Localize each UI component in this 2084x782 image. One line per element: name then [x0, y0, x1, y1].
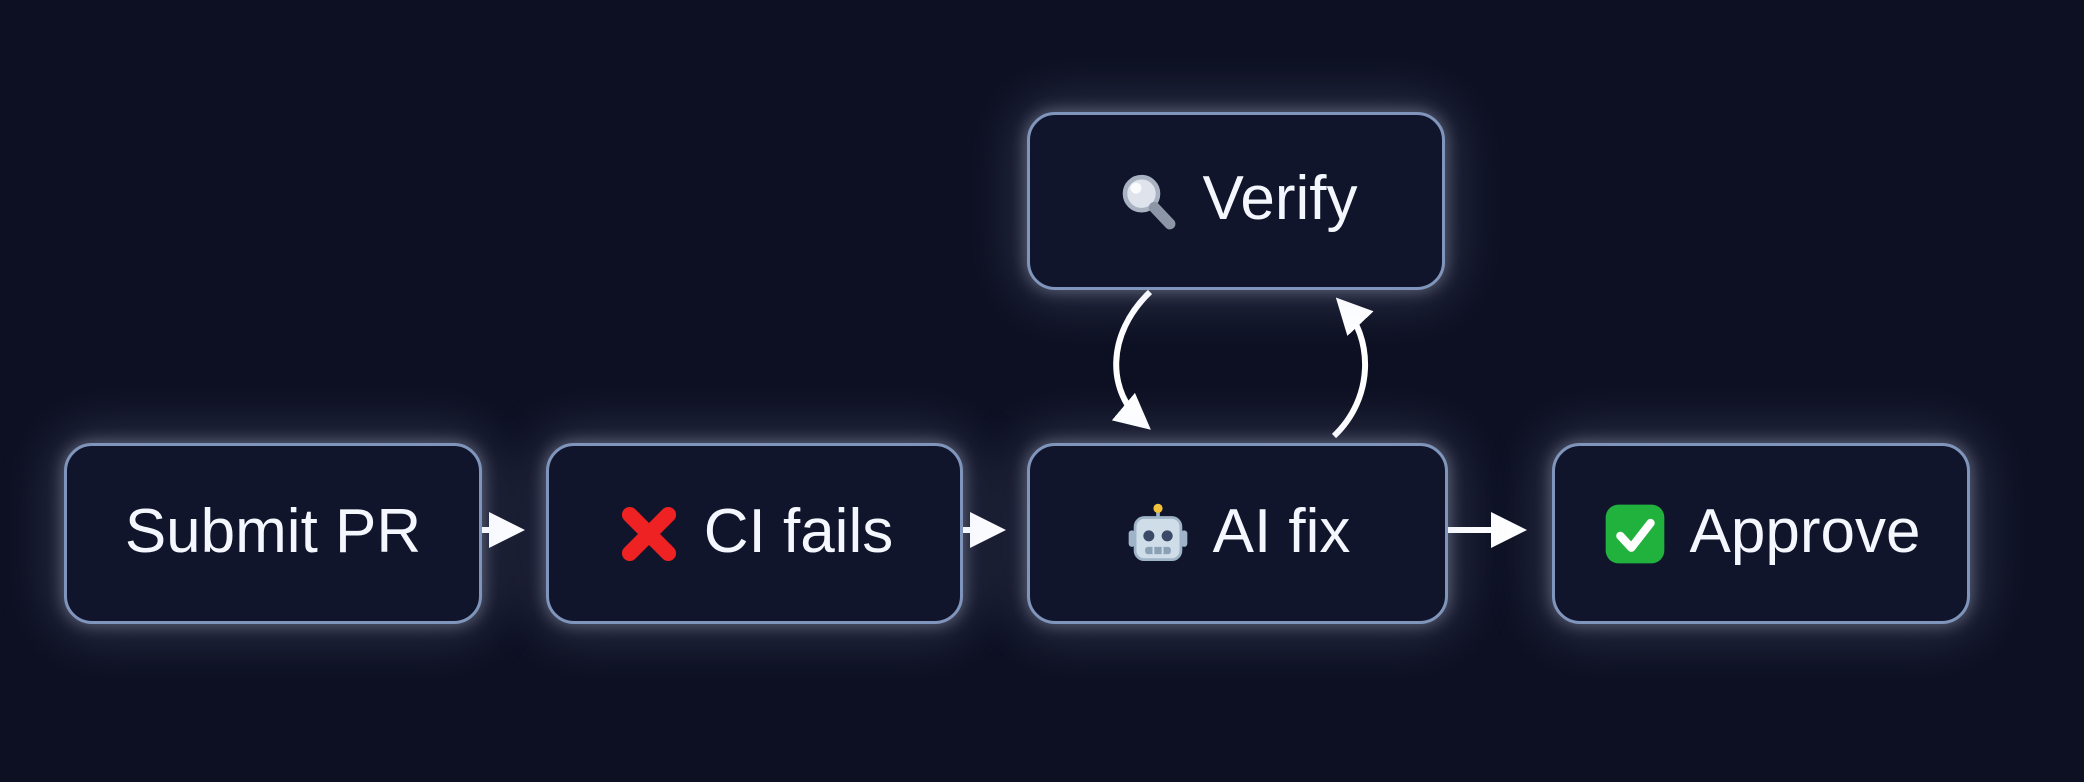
edge-aifix-to-verify-arrow: [1331, 297, 1374, 439]
robot-icon: [1128, 503, 1187, 561]
edge-verify-to-aifix-arrow: [1111, 289, 1153, 430]
magnifier-icon: [1123, 174, 1176, 230]
node-ci-fails-label: CI fails: [703, 496, 894, 566]
node-approve-label: Approve: [1689, 496, 1921, 566]
check-mark-icon: [1605, 504, 1664, 563]
node-ai-fix: AI fix: [1027, 443, 1448, 624]
node-verify-label: Verify: [1202, 164, 1358, 233]
node-verify: Verify: [1027, 112, 1445, 290]
node-approve: Approve: [1552, 443, 1970, 624]
node-submit-pr: Submit PR: [64, 443, 482, 624]
cross-mark-icon: [621, 506, 676, 561]
node-ai-fix-label: AI fix: [1212, 496, 1351, 566]
node-ci-fails: CI fails: [546, 443, 963, 624]
node-submit-pr-label: Submit PR: [124, 496, 422, 566]
